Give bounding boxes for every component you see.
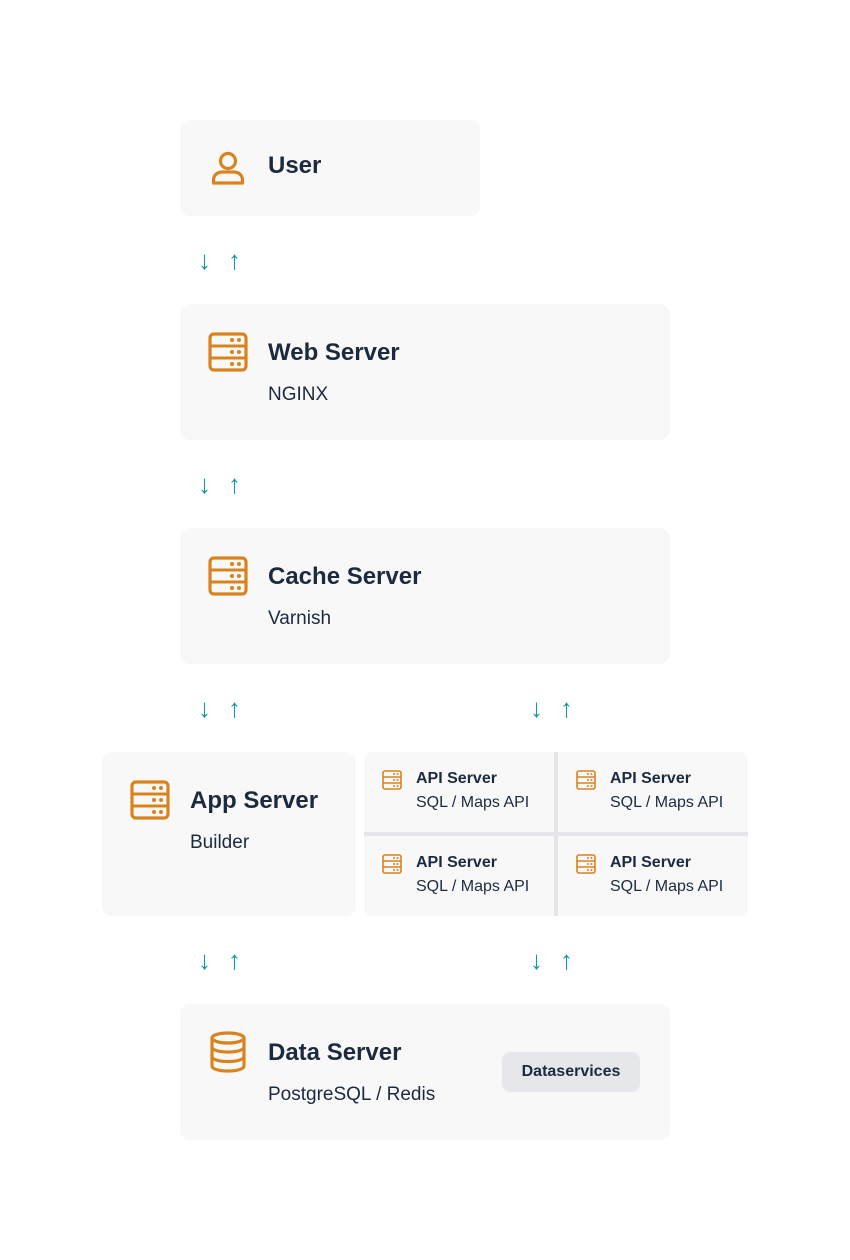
app-server-title: App Server <box>190 787 319 814</box>
arrow-down: ↓ <box>530 945 543 975</box>
arrows-api-data: ↓ ↑ <box>530 945 590 975</box>
api-server-title: API Server <box>416 770 497 787</box>
api-server-subtitle: SQL / Maps API <box>610 878 724 895</box>
arrow-down: ↓ <box>530 693 543 723</box>
user-icon <box>211 151 245 185</box>
arrows-cache-api: ↓ ↑ <box>530 693 590 723</box>
arrow-down: ↓ <box>198 693 211 723</box>
api-server-group: API Server SQL / Maps API API Server SQL… <box>364 752 748 916</box>
arrow-up: ↑ <box>228 693 241 723</box>
data-server-subtitle: PostgreSQL / Redis <box>268 1084 436 1105</box>
server-icon <box>208 556 248 596</box>
arrow-down: ↓ <box>198 245 211 275</box>
api-server-title: API Server <box>610 770 691 787</box>
web-server-card[interactable]: Web Server NGINX <box>180 304 670 440</box>
arrows-cache-app: ↓ ↑ <box>198 693 258 723</box>
api-server-subtitle: SQL / Maps API <box>416 794 530 811</box>
database-icon <box>210 1031 246 1073</box>
arrow-up: ↑ <box>560 693 573 723</box>
api-server-title: API Server <box>416 854 497 871</box>
arrows-web-cache: ↓ ↑ <box>198 469 258 499</box>
api-server-card[interactable]: API Server SQL / Maps API <box>558 836 748 916</box>
server-icon <box>208 332 248 372</box>
server-icon <box>382 770 402 790</box>
user-card[interactable]: User <box>180 120 480 216</box>
cache-server-subtitle: Varnish <box>268 608 332 629</box>
dataservices-badge[interactable]: Dataservices <box>502 1052 640 1092</box>
user-title: User <box>268 152 322 179</box>
arrow-down: ↓ <box>198 945 211 975</box>
cache-server-title: Cache Server <box>268 563 422 590</box>
arrow-up: ↑ <box>228 945 241 975</box>
server-icon <box>576 770 596 790</box>
api-server-subtitle: SQL / Maps API <box>610 794 724 811</box>
arrow-up: ↑ <box>560 945 573 975</box>
api-server-card[interactable]: API Server SQL / Maps API <box>364 836 554 916</box>
arrow-up: ↑ <box>228 245 241 275</box>
web-server-subtitle: NGINX <box>268 384 329 405</box>
arrows-user-web: ↓ ↑ <box>198 245 258 275</box>
app-server-subtitle: Builder <box>190 832 250 853</box>
server-icon <box>130 780 170 820</box>
server-icon <box>382 854 402 874</box>
server-icon <box>576 854 596 874</box>
data-server-title: Data Server <box>268 1039 402 1066</box>
cache-server-card[interactable]: Cache Server Varnish <box>180 528 670 664</box>
app-server-card[interactable]: App Server Builder <box>102 752 356 916</box>
arrow-down: ↓ <box>198 469 211 499</box>
api-server-title: API Server <box>610 854 691 871</box>
web-server-title: Web Server <box>268 339 400 366</box>
api-server-subtitle: SQL / Maps API <box>416 878 530 895</box>
arrow-up: ↑ <box>228 469 241 499</box>
api-server-card[interactable]: API Server SQL / Maps API <box>364 752 554 832</box>
api-server-card[interactable]: API Server SQL / Maps API <box>558 752 748 832</box>
arrows-app-data: ↓ ↑ <box>198 945 258 975</box>
